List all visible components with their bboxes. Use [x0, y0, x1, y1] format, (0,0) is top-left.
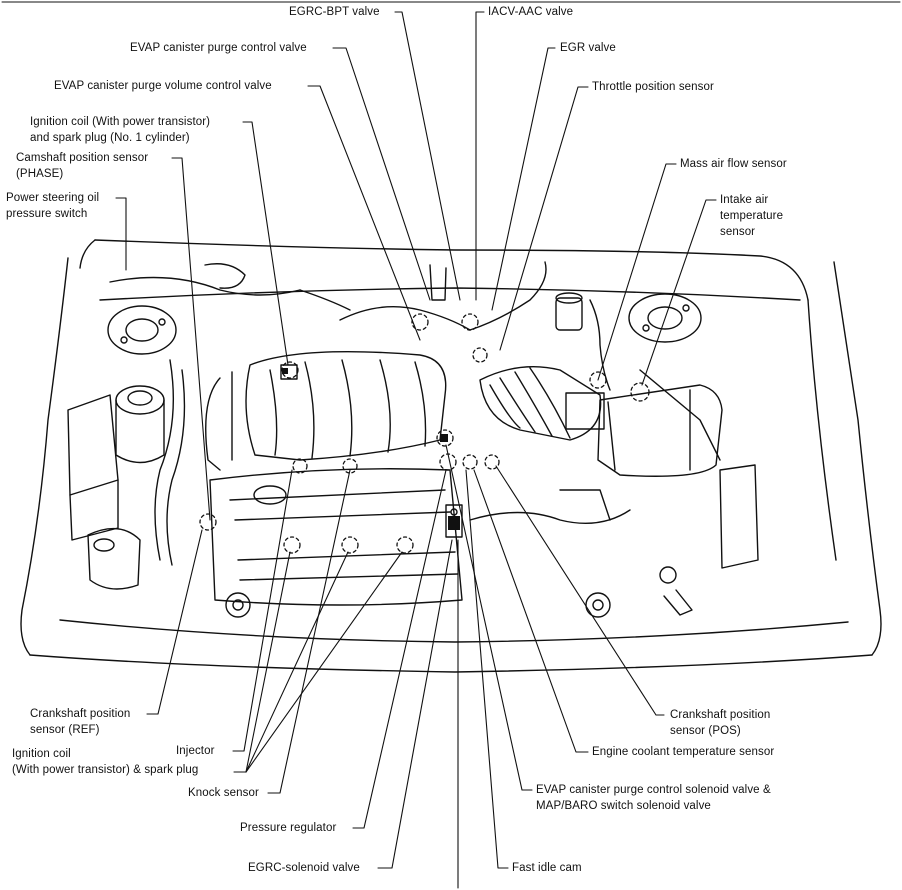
left-strut-tower [107, 305, 177, 355]
label-iacv-aac-valve: IACV-AAC valve [488, 6, 574, 18]
right-mount [585, 566, 693, 618]
battery [67, 394, 119, 541]
label-power-steering-line2: pressure switch [6, 208, 88, 220]
intake-manifold [205, 350, 447, 471]
left-mount [225, 592, 251, 618]
label-camshaft-line2: (PHASE) [16, 168, 64, 180]
label-crankshaft-ref-line1: Crankshaft position [30, 708, 131, 720]
label-evap-solenoid-line1: EVAP canister purge control solenoid val… [536, 784, 771, 796]
label-injector: Injector [176, 745, 215, 757]
connectors [282, 368, 460, 530]
washer-reservoir [719, 464, 759, 569]
component-markers [199, 313, 650, 554]
label-ignition-coil: Ignition coil (With power transistor) & … [12, 746, 198, 778]
label-ignition-coil-line1: Ignition coil [12, 748, 71, 760]
label-ignition-coil-no1-line1: Ignition coil (With power transistor) [30, 116, 211, 128]
label-crankshaft-pos-line1: Crankshaft position [670, 709, 771, 721]
label-egr-valve: EGR valve [560, 42, 616, 54]
label-engine-coolant-temp-sensor: Engine coolant temperature sensor [592, 746, 775, 758]
label-egrc-bpt-valve: EGRC-BPT valve [289, 6, 380, 18]
label-knock-sensor: Knock sensor [188, 787, 259, 799]
label-crankshaft-ref: Crankshaft position sensor (REF) [30, 706, 130, 738]
power-steering-reservoir [115, 385, 165, 464]
label-ignition-coil-no1-line2: and spark plug (No. 1 cylinder) [30, 132, 190, 144]
label-power-steering-line1: Power steering oil [6, 192, 100, 204]
label-intake-air-line3: sensor [720, 226, 756, 238]
label-ignition-coil-line2: (With power transistor) & spark plug [12, 764, 199, 776]
ignition-coil-1 [280, 364, 298, 380]
label-power-steering-switch: Power steering oil pressure switch [6, 190, 99, 222]
leader-lines [115, 11, 717, 889]
label-pressure-regulator: Pressure regulator [240, 822, 337, 834]
label-throttle-position-sensor: Throttle position sensor [592, 81, 714, 93]
label-fast-idle-cam: Fast idle cam [512, 862, 582, 874]
hoses [109, 261, 721, 566]
label-ignition-coil-no1: Ignition coil (With power transistor) an… [30, 114, 210, 146]
label-evap-purge-volume-control-valve: EVAP canister purge volume control valve [54, 80, 272, 92]
label-evap-solenoid-line2: MAP/BARO switch solenoid valve [536, 800, 711, 812]
label-mass-air-flow-sensor: Mass air flow sensor [680, 158, 787, 170]
label-camshaft-position-sensor: Camshaft position sensor (PHASE) [16, 150, 148, 182]
label-intake-air-line2: temperature [720, 210, 784, 222]
body-outline [20, 239, 882, 673]
air-cleaner-box [565, 384, 723, 477]
intake-air-duct [479, 366, 602, 441]
coolant-reservoir [87, 527, 141, 590]
brake-reservoir [555, 292, 583, 331]
right-strut-tower [628, 293, 702, 343]
egrc-solenoid [445, 504, 463, 538]
label-crankshaft-ref-line2: sensor (REF) [30, 724, 100, 736]
label-intake-air-line1: Intake air [720, 194, 769, 206]
label-crankshaft-pos-line2: sensor (POS) [670, 725, 741, 737]
label-evap-solenoid-valve: EVAP canister purge control solenoid val… [536, 782, 771, 814]
label-egrc-solenoid-valve: EGRC-solenoid valve [248, 862, 360, 874]
label-crankshaft-pos: Crankshaft position sensor (POS) [670, 707, 770, 739]
label-evap-purge-control-valve: EVAP canister purge control valve [130, 42, 307, 54]
label-camshaft-line1: Camshaft position sensor [16, 152, 149, 164]
label-intake-air-temp-sensor: Intake air temperature sensor [720, 192, 783, 240]
